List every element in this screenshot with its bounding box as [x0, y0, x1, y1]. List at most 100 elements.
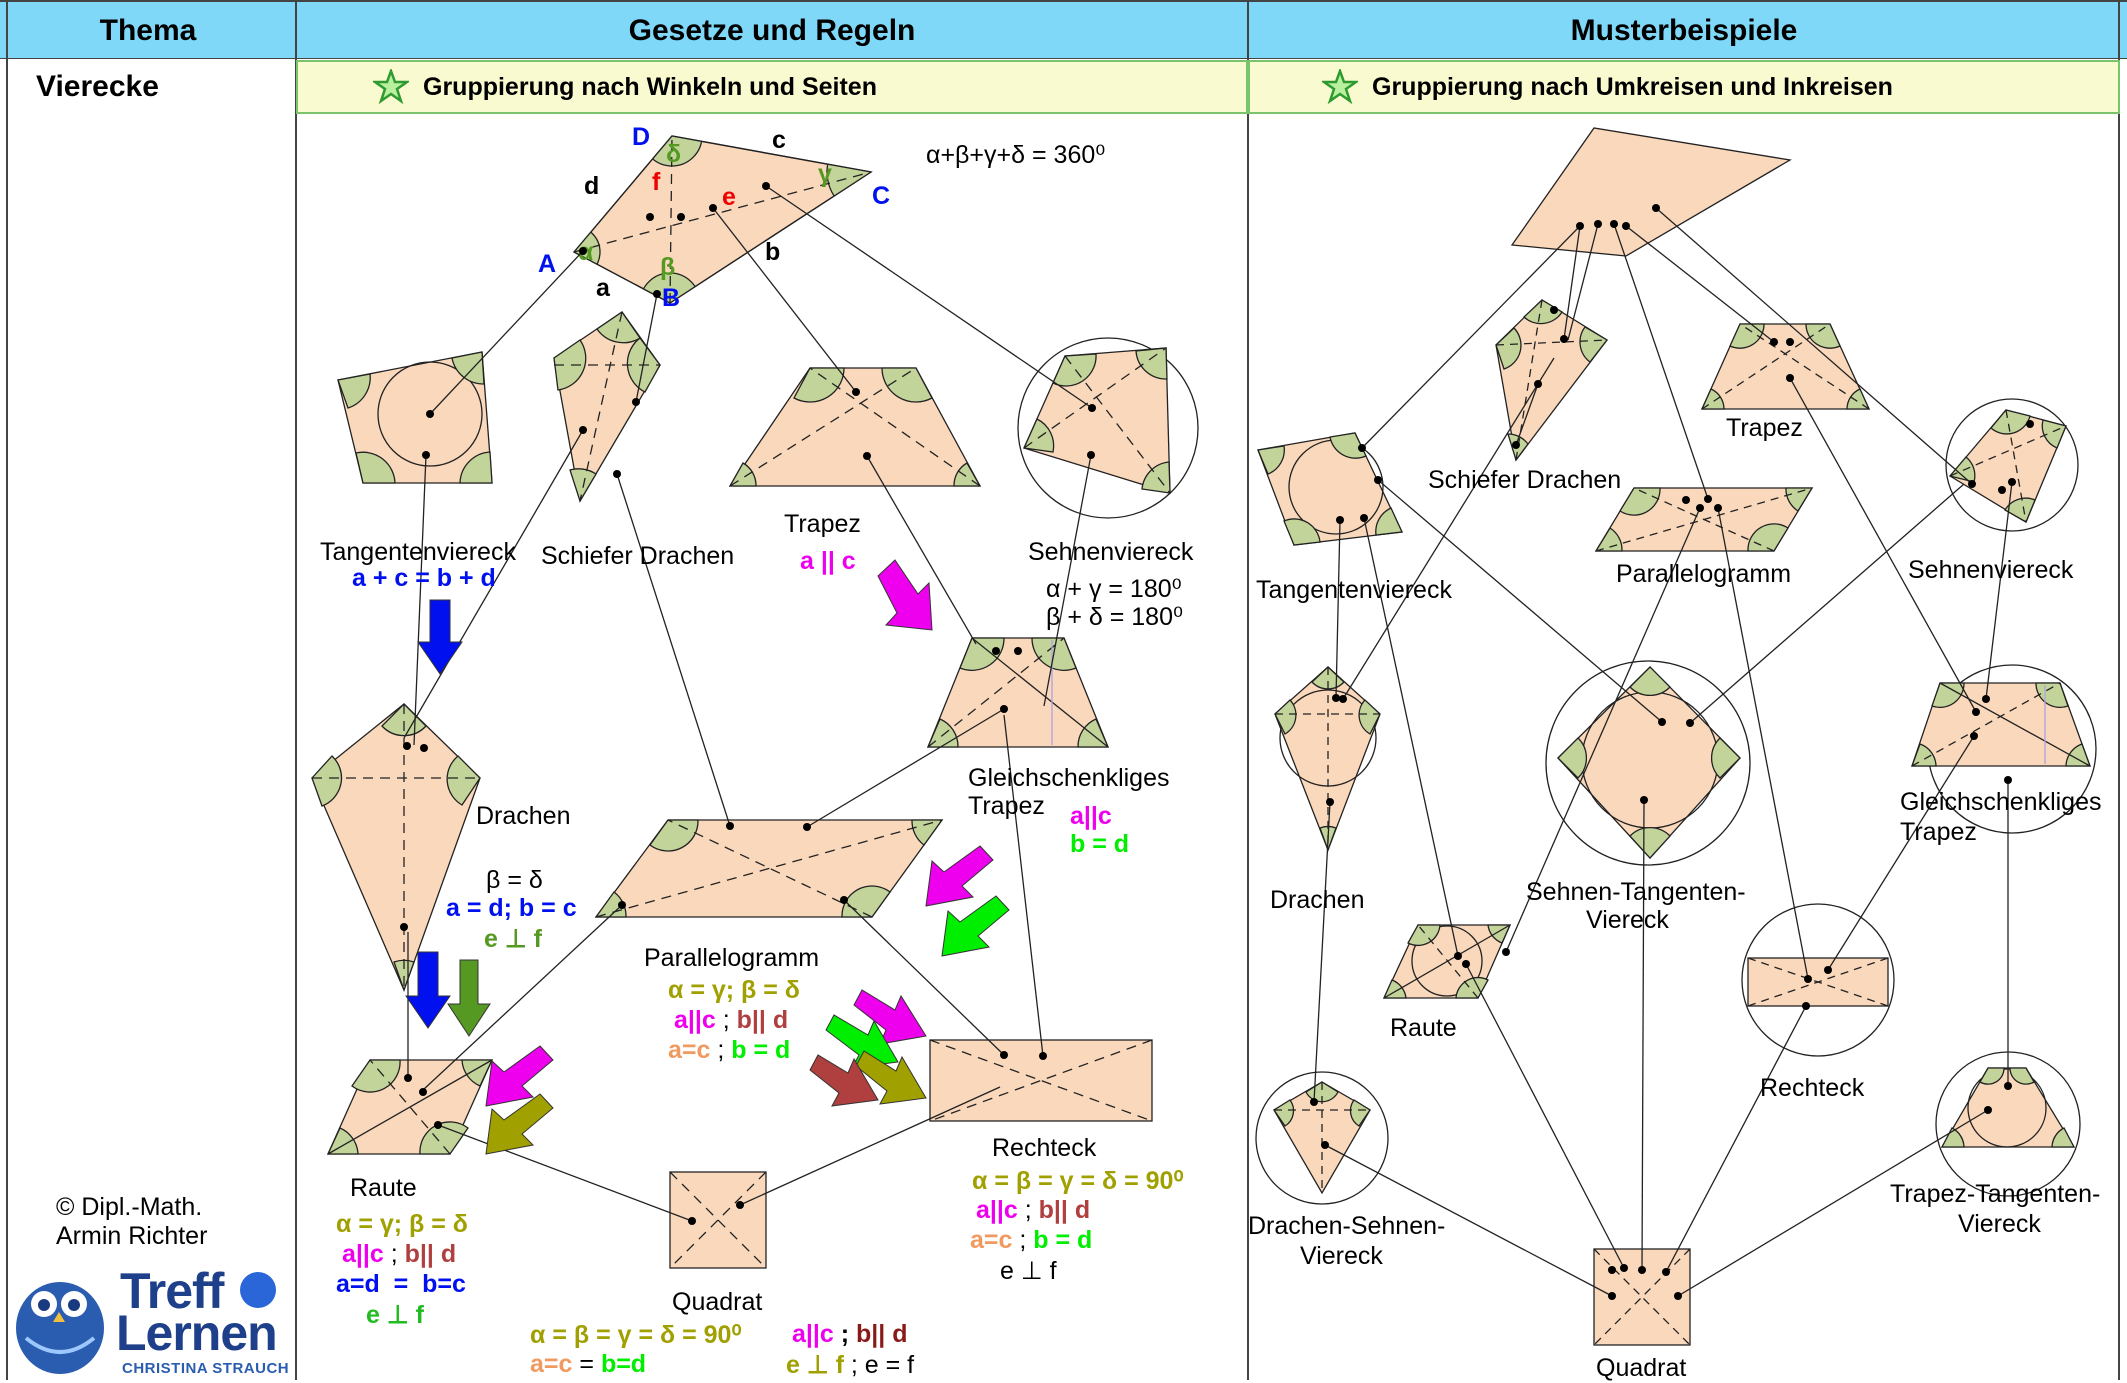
- rule-quadrat-3b: b=d: [600, 1350, 647, 1378]
- logo: Treff Lernen CHRISTINA STRAUCH: [12, 1262, 292, 1380]
- shape-rechteck: [929, 1039, 1153, 1122]
- rule-rechteck-2: a||c ; b|| d: [976, 1196, 1090, 1225]
- label-sehnenviereck: Sehnenviereck: [1028, 538, 1194, 566]
- arrow-olive-1: [485, 1093, 554, 1155]
- star-icon: [373, 69, 409, 105]
- left-connectors: [403, 185, 1093, 1222]
- shape-tangentenviereck: [337, 351, 493, 484]
- arrow-green-down: [447, 959, 491, 1037]
- rule-quadrat-3a: a=c: [530, 1350, 573, 1378]
- arrow-blue-down-2: [405, 951, 451, 1029]
- shape-sehnenviereck: [1017, 337, 1199, 519]
- right-shape-raute: [1382, 924, 1512, 999]
- rule-raute-1: α = γ; β = δ: [336, 1210, 468, 1238]
- rule-parallelogramm-3sep: ;: [717, 1036, 725, 1064]
- rule-rechteck-4: e ⊥ f: [1000, 1257, 1057, 1285]
- r-label-sehnen-tangenten-1: Sehnen-Tangenten-: [1526, 878, 1746, 906]
- shape-trapez: [728, 367, 982, 487]
- rule-quadrat-2a: a||c: [792, 1320, 834, 1348]
- rule-parallelogramm-2: a||c ; b|| d: [674, 1006, 788, 1035]
- vertex-B: B: [662, 284, 680, 312]
- r-label-sehnenviereck: Sehnenviereck: [1908, 556, 2074, 584]
- arrow-magenta-3: [485, 1045, 554, 1107]
- arrow-blue-down-1: [417, 599, 463, 675]
- shape-drachen: [311, 703, 481, 992]
- angle-sum: α+β+γ+δ = 360⁰: [926, 141, 1106, 169]
- right-shape-schiefer-drachen: [1495, 299, 1608, 462]
- shape-parallelogramm: [594, 819, 944, 918]
- rule-drachen-3: e ⊥ f: [484, 925, 542, 953]
- rule-parallelogramm-2b: b|| d: [736, 1006, 789, 1034]
- r-label-sehnen-tangenten-2: Viereck: [1586, 906, 1669, 934]
- right-subheader: Gruppierung nach Umkreisen und Inkreisen: [1248, 60, 2120, 114]
- logo-sub: CHRISTINA STRAUCH: [122, 1360, 290, 1377]
- rule-gleichschenkliges-1: a||c: [1070, 802, 1112, 830]
- vertex-A: A: [538, 250, 556, 278]
- rule-raute-2: a||c ; b|| d: [342, 1240, 456, 1269]
- shape-raute: [326, 1059, 494, 1155]
- side-c: c: [772, 126, 786, 154]
- rule-rechteck-3: a=c ; b = d: [970, 1226, 1092, 1255]
- vertex-C: C: [872, 182, 890, 210]
- arrows: [405, 559, 1010, 1155]
- owl-icon: [16, 1282, 104, 1374]
- right-shape-tangentenviereck: [1257, 432, 1403, 546]
- left-dots: [400, 182, 1096, 1225]
- label-gleichschenkliges-1: Gleichschenkliges: [968, 764, 1170, 792]
- vertex-D: D: [632, 123, 650, 151]
- arrow-lime-2: [825, 1014, 899, 1069]
- rule-quadrat-1: α = β = γ = δ = 90⁰: [530, 1321, 742, 1349]
- right-shape-sehnen-tangenten: [1545, 660, 1751, 866]
- header-thema-label: Thema: [99, 14, 197, 47]
- rule-quadrat-4a: e ⊥ f: [786, 1351, 844, 1379]
- rule-parallelogramm-2sep: ;: [722, 1006, 730, 1034]
- rule-quadrat-2sep: ;: [840, 1320, 850, 1348]
- logo-word-treff: Treff: [120, 1263, 224, 1319]
- rule-drachen-2: a = d; b = c: [446, 894, 577, 922]
- side-d: d: [584, 172, 599, 200]
- grid-line-col2: [1247, 0, 1249, 1380]
- header-gesetze: Gesetze und Regeln: [296, 0, 1248, 59]
- r-label-raute: Raute: [1390, 1014, 1457, 1042]
- arrow-magenta-4: [853, 989, 927, 1045]
- rule-raute-2sep: ;: [390, 1240, 398, 1268]
- right-shape-trapez-tangenten: [1935, 1051, 2081, 1197]
- copyright-line1: © Dipl.-Math.: [56, 1193, 203, 1221]
- angle-beta: β: [660, 253, 675, 281]
- rule-quadrat-2b: b|| d: [856, 1320, 908, 1348]
- rule-raute-2a: a||c: [342, 1240, 384, 1268]
- rule-rechteck-2a: a||c: [976, 1196, 1018, 1224]
- header-muster-label: Musterbeispiele: [1570, 14, 1798, 47]
- arrow-olive-2: [855, 1050, 927, 1105]
- r-label-tangentenviereck: Tangentenviereck: [1256, 576, 1452, 604]
- rule-quadrat-4: e ⊥ f ; e = f: [786, 1350, 914, 1380]
- r-label-trapez: Trapez: [1726, 414, 1803, 442]
- rule-quadrat-4b: e = f: [864, 1351, 915, 1379]
- rule-quadrat-3mid: =: [579, 1350, 594, 1378]
- rule-rechteck-1: α = β = γ = δ = 90⁰: [972, 1167, 1184, 1195]
- label-schiefer-drachen: Schiefer Drachen: [541, 542, 735, 570]
- rule-sehnenviereck-2: β + δ = 180⁰: [1046, 603, 1184, 631]
- rule-parallelogramm-3a: a=c: [668, 1036, 711, 1064]
- right-shape-drachen: [1274, 666, 1381, 852]
- side-a: a: [596, 274, 611, 302]
- rule-drachen-1: β = δ: [486, 866, 543, 894]
- r-label-drachen-sehnen-1: Drachen-Sehnen-: [1248, 1212, 1446, 1240]
- rule-rechteck-3a: a=c: [970, 1226, 1013, 1254]
- left-subheader: Gruppierung nach Winkeln und Seiten: [296, 60, 1248, 114]
- copyright-line2: Armin Richter: [56, 1222, 208, 1250]
- rule-parallelogramm-2a: a||c: [674, 1006, 716, 1034]
- r-label-schiefer-drachen: Schiefer Drachen: [1428, 466, 1622, 494]
- header-muster: Musterbeispiele: [1248, 0, 2120, 59]
- rule-tangentenviereck: a + c = b + d: [352, 564, 496, 592]
- rule-quadrat-4sep: ;: [850, 1351, 858, 1379]
- rule-rechteck-3sep: ;: [1019, 1226, 1027, 1254]
- logo-word-lernen: Lernen: [116, 1305, 278, 1361]
- right-connectors: [1313, 207, 2013, 1297]
- label-gleichschenkliges-2: Trapez: [968, 792, 1045, 820]
- rule-quadrat-3: a=c = b=d: [530, 1350, 646, 1379]
- shape-schiefer-drachen: [553, 311, 661, 503]
- rule-parallelogramm-3b: b = d: [731, 1036, 791, 1064]
- diagonal-f: f: [652, 168, 661, 196]
